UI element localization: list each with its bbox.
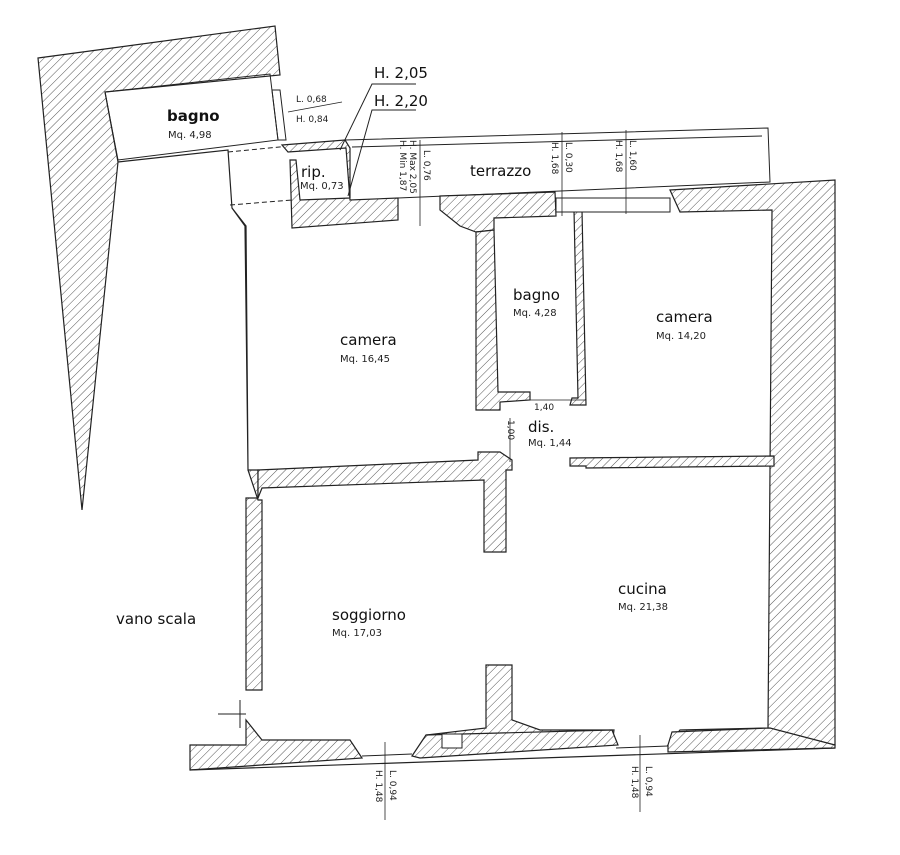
niche [441, 733, 463, 749]
window-soggiorno [361, 753, 413, 757]
hatched-area-left [37, 25, 281, 691]
wall-bagno-mid-left [475, 229, 531, 411]
room-name-dis: dis. [528, 418, 554, 436]
room-area-dis: Mq. 1,44 [528, 438, 572, 449]
wall-cucina-north [569, 455, 775, 469]
dim-dis-width: 1,40 [534, 403, 554, 413]
dim-bagno-mid-h: H. 1,68 [549, 142, 559, 175]
room-name-bagno-mid: bagno [513, 286, 560, 304]
wall-top-rip [280, 139, 399, 229]
dim-bagno-mid-l: L. 0,30 [563, 142, 573, 173]
dim-soggiorno-window-l: L. 0,94 [387, 770, 397, 801]
dashed-line [229, 199, 293, 206]
room-name-bagno-top: bagno [167, 107, 220, 125]
height-leader-2 [347, 109, 416, 197]
terrazzo-outline [344, 127, 771, 199]
room-name-rip: rip. [301, 163, 326, 181]
wall-north-middle [439, 191, 557, 233]
dim-camera-right-h: H. 1,68 [613, 140, 623, 173]
room-area-bagno-top: Mq. 4,98 [168, 130, 212, 141]
room-name-terrazzo: terrazzo [470, 162, 531, 180]
dim-terrazzo-hmin: H. Min 1,87 [397, 140, 407, 191]
wall-south-bottom [189, 747, 836, 771]
dim-cucina-window-l: L. 0,94 [643, 766, 653, 797]
room-area-bagno-mid: Mq. 4,28 [513, 308, 557, 319]
room-area-camera-right: Mq. 14,20 [656, 331, 706, 342]
height-leader-1 [339, 83, 416, 151]
dashed-line [227, 145, 291, 153]
room-name-camera-left: camera [340, 331, 397, 349]
height-label-1: H. 2,05 [374, 64, 428, 82]
height-label-2: H. 2,20 [374, 92, 428, 110]
wall-bagno-mid-right [569, 209, 587, 406]
dim-camera-right-l: L. 1,60 [627, 140, 637, 171]
wall-corridor [257, 451, 513, 553]
room-area-camera-left: Mq. 16,45 [340, 354, 390, 365]
bagno-top-window [271, 89, 287, 141]
dim-soggiorno-window-h: H. 1,48 [373, 770, 383, 803]
dim-bagno-window-l: L. 0,68 [296, 95, 327, 105]
stair-marker [218, 700, 246, 728]
room-area-cucina: Mq. 21,38 [618, 602, 668, 613]
wall-south-right [667, 727, 836, 753]
wall-north-right [666, 179, 836, 746]
room-name-soggiorno: soggiorno [332, 606, 406, 624]
window-cucina [615, 745, 669, 749]
room-name-vano-scala: vano scala [116, 610, 196, 628]
dim-terrazzo-l1: L. 0,76 [421, 150, 431, 181]
dim-bagno-window-h: H. 0,84 [296, 115, 329, 125]
dim-dis-height: 1,00 [505, 420, 515, 440]
room-area-soggiorno: Mq. 17,03 [332, 628, 382, 639]
wall-south-mid [411, 729, 619, 759]
room-name-cucina: cucina [618, 580, 667, 598]
dim-line [287, 101, 343, 113]
room-name-camera-right: camera [656, 308, 713, 326]
dim-terrazzo-hmax: H. Max 2,05 [407, 140, 417, 194]
room-area-rip: Mq. 0,73 [300, 181, 344, 192]
window-camera-right [555, 197, 671, 213]
dim-cucina-window-h: H. 1,48 [629, 766, 639, 799]
wall-south [189, 718, 364, 771]
